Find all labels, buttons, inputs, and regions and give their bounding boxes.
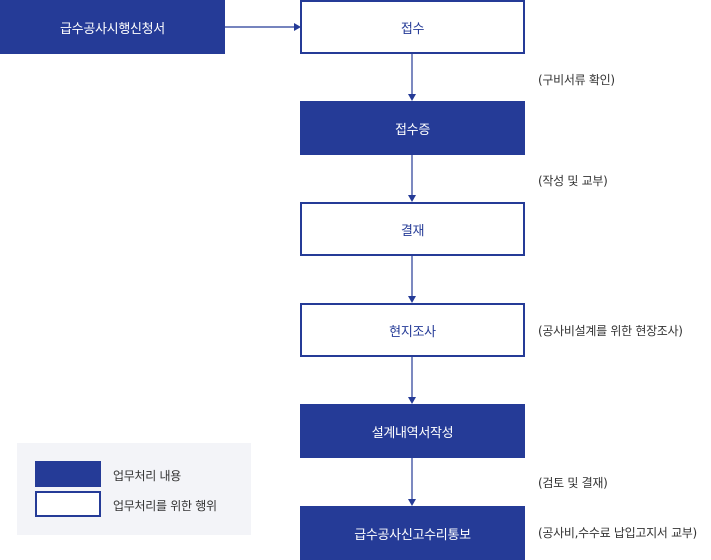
arrowhead-down <box>408 195 416 202</box>
step-reception: 접수 <box>300 0 525 54</box>
step-approval: 결재 <box>300 202 525 256</box>
step-label: 설계내역서작성 <box>371 425 454 441</box>
step-label: 현지조사 <box>389 324 436 340</box>
step-note: (공사비설계를 위한 현장조사) <box>538 324 683 338</box>
application-label: 급수공사시행신청서 <box>60 21 165 37</box>
step-acceptance-notice: 급수공사신고수리통보 <box>300 506 525 560</box>
step-receipt: 접수증 <box>300 101 525 155</box>
step-label: 결재 <box>400 223 425 239</box>
legend-swatch-filled <box>35 461 101 487</box>
arrowhead-down <box>408 397 416 404</box>
step-design-statement: 설계내역서작성 <box>300 404 525 458</box>
arrowhead-down <box>408 499 416 506</box>
legend-swatch-outline <box>35 491 101 517</box>
step-label: 접수 <box>400 21 425 37</box>
step-label: 급수공사신고수리통보 <box>354 527 471 543</box>
legend-label-outline: 업무처리를 위한 행위 <box>113 499 217 513</box>
step-note: (작성 및 교부) <box>538 174 608 188</box>
arrowhead-down <box>408 296 416 303</box>
legend-label-filled: 업무처리 내용 <box>113 469 181 483</box>
application-box: 급수공사시행신청서 <box>0 0 225 54</box>
step-label: 접수증 <box>395 122 430 138</box>
arrowhead-down <box>408 94 416 101</box>
step-note: (검토 및 결재) <box>538 476 608 490</box>
step-note: (공사비,수수료 납입고지서 교부) <box>538 526 697 540</box>
step-site-survey: 현지조사 <box>300 303 525 357</box>
legend: 업무처리 내용 업무처리를 위한 행위 <box>17 443 251 535</box>
step-note: (구비서류 확인) <box>538 73 615 87</box>
